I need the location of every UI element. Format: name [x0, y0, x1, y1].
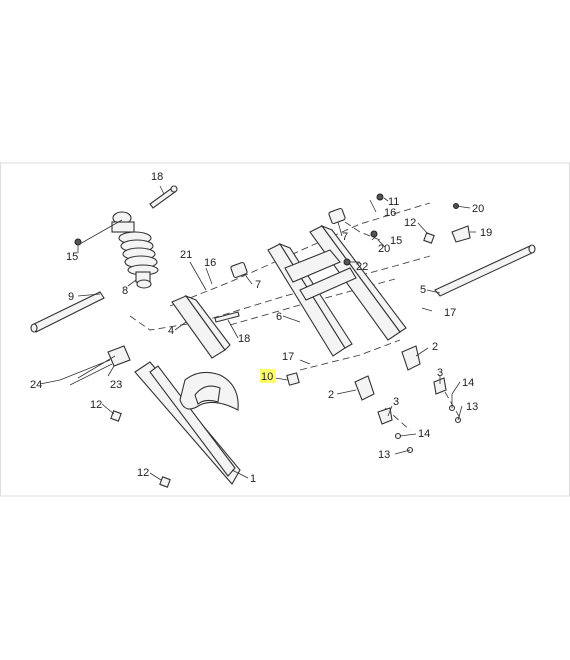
callout-5: 5 — [420, 284, 426, 296]
callout-1: 1 — [250, 473, 256, 485]
callout-22: 22 — [356, 261, 368, 273]
part-18-bolts — [149, 185, 240, 323]
callout-2: 2 — [328, 389, 334, 401]
callout-7: 7 — [342, 231, 348, 243]
callout-17: 17 — [444, 307, 456, 319]
callout-16: 16 — [204, 257, 216, 269]
part-9-rear-axle — [30, 291, 105, 333]
callout-17: 17 — [282, 351, 294, 363]
part-10-spacer — [286, 372, 300, 386]
callout-11: 11 — [388, 196, 399, 208]
part-5-pivot-shaft — [434, 244, 536, 297]
callout-12: 12 — [90, 399, 102, 411]
callout-20: 20 — [472, 203, 484, 215]
callout-8: 8 — [122, 285, 128, 297]
callout-2: 2 — [432, 341, 438, 353]
callout-19: 19 — [480, 227, 492, 239]
part-2-adjuster-left — [354, 375, 393, 425]
callout-13: 13 — [466, 401, 478, 413]
part-8-shock-absorber — [111, 211, 159, 289]
part-4-bracket — [171, 294, 231, 359]
callout-20: 20 — [378, 243, 390, 255]
callout-3: 3 — [393, 396, 399, 408]
leader-lines — [39, 185, 476, 481]
callout-10: 10 — [261, 371, 273, 383]
part-6-swingarm — [267, 224, 407, 357]
callout-15: 15 — [390, 235, 402, 247]
callout-21: 21 — [180, 249, 192, 261]
callout-6: 6 — [276, 311, 282, 323]
callout-18: 18 — [238, 333, 250, 345]
callout-12: 12 — [404, 217, 416, 229]
callout-9: 9 — [68, 291, 74, 303]
highlight-marker — [260, 369, 276, 383]
callout-7: 7 — [255, 279, 261, 291]
callout-12: 12 — [137, 467, 149, 479]
callout-labels: 1 2 2 3 3 4 5 6 7 7 8 9 10 11 12 12 12 1… — [30, 171, 492, 485]
part-2-adjuster-right — [401, 345, 447, 395]
callout-18: 18 — [151, 171, 163, 183]
part-23-24-plate-bolts — [59, 345, 131, 386]
callout-14: 14 — [462, 377, 474, 389]
callout-15: 15 — [66, 251, 78, 263]
callout-24: 24 — [30, 379, 42, 391]
part-7-bushings — [230, 207, 346, 279]
callout-14: 14 — [418, 428, 430, 440]
callout-4: 4 — [168, 325, 174, 337]
callout-23: 23 — [110, 379, 122, 391]
callout-3: 3 — [437, 367, 443, 379]
callout-16: 16 — [384, 207, 396, 219]
part-1-chain-guide — [134, 361, 241, 485]
callout-13: 13 — [378, 449, 390, 461]
